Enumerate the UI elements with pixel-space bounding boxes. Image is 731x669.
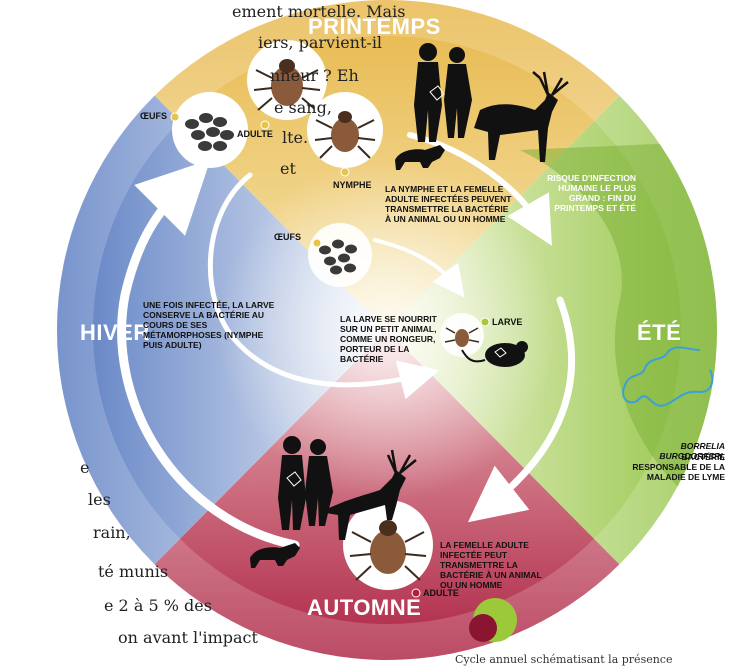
article-text-line: e sang,: [274, 98, 332, 117]
article-text-line: on avant l'impact: [118, 628, 258, 647]
stage-adult-bottom-label: ADULTE: [423, 588, 459, 598]
note-infection-risk: RISQUE D'INFECTION HUMAINE LE PLUS GRAND…: [547, 173, 636, 214]
egg-cluster-icon: [308, 223, 372, 287]
summer-risk-zone: [520, 140, 717, 520]
caption-dot-red: [469, 614, 497, 642]
note-larva-feeds: LA LARVE SE NOURRIT SUR UN PETIT ANIMAL,…: [340, 314, 437, 365]
cycle-arrows: [117, 132, 576, 550]
stage-adult-label: ADULTE: [237, 129, 273, 139]
note-nymph-female: LA NYMPHE ET LA FEMELLE ADULTE INFECTÉES…: [385, 184, 512, 225]
article-text-line: iers, parvient-il: [258, 33, 383, 52]
article-text-line: té munis: [98, 562, 169, 581]
inner-arrow-top: [373, 238, 465, 298]
article-text-line: ement mortelle. Mais: [232, 2, 406, 21]
inner-arrow-left: [207, 172, 440, 400]
tick-icon: [247, 40, 327, 120]
outer-arrow-right: [467, 296, 576, 523]
note-larva-infected: UNE FOIS INFECTÉE, LA LARVE CONSERVE LA …: [143, 300, 275, 351]
season-summer-label: ÉTÉ: [637, 320, 682, 345]
article-text-line: e 2 à 5 % des: [104, 596, 212, 615]
fox-icon: [250, 543, 300, 568]
note-borrelia-name: BORRELIA BURGDORFERI,: [659, 441, 725, 462]
people-icon: [278, 436, 333, 530]
note-female-adult: LA FEMELLE ADULTE INFECTÉE PEUT TRANSMET…: [440, 540, 542, 591]
stage-eggs-center-label: ŒUFS: [274, 232, 301, 242]
season-winter-label: HIVER: [80, 320, 150, 345]
outer-arrow-left: [117, 159, 300, 550]
article-text-line: et: [280, 159, 296, 178]
article-text-line: rain,: [93, 523, 131, 542]
deer-icon: [320, 449, 417, 540]
article-text-line: lte.: [282, 128, 309, 147]
spring-quadrant: [57, 0, 717, 330]
tick-icon: [307, 92, 383, 168]
note-borrelia-desc: BACTÉRIE RESPONSABLE DE LA MALADIE DE LY…: [632, 452, 725, 483]
fox-icon: [395, 145, 445, 170]
bacterium-icon: [622, 346, 714, 407]
stage-eggs-label: ŒUFS: [140, 111, 167, 121]
article-text-line: e: [80, 458, 90, 477]
season-spring-label: PRINTEMPS: [308, 14, 441, 39]
stage-larva-label: LARVE: [492, 317, 523, 327]
figure-caption: Cycle annuel schématisant la présence: [455, 653, 673, 666]
mouse-icon: [461, 341, 528, 367]
egg-cluster-icon: [172, 92, 248, 168]
people-icon: [414, 43, 472, 142]
stage-dots: [170, 112, 490, 598]
season-autumn-label: AUTOMNE: [307, 595, 422, 620]
tick-icon: [440, 313, 484, 357]
stage-nymph-label: NYMPHE: [333, 180, 372, 190]
tick-icon: [343, 500, 433, 590]
article-text-line: nneur ? Eh: [270, 66, 359, 85]
winter-quadrant: [57, 0, 387, 660]
article-text-line: les: [88, 490, 111, 509]
deer-icon: [474, 71, 569, 162]
